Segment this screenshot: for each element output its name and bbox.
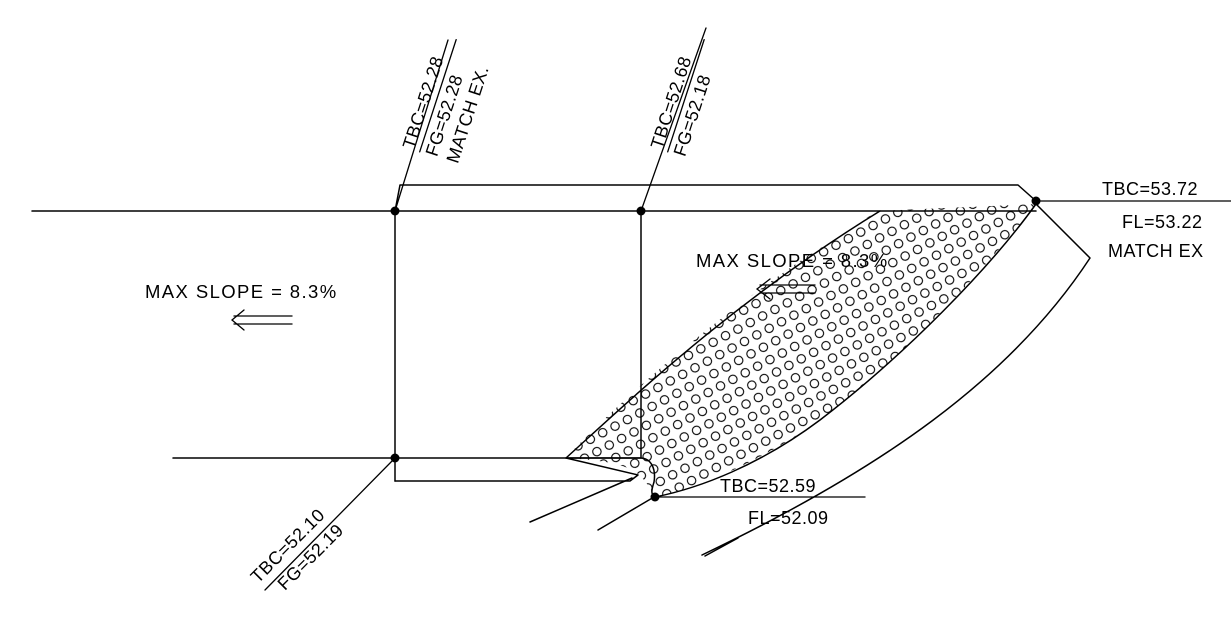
hatched-ramp-area [566,204,1036,497]
callout-bottom-center: TBC=52.59 FL=52.09 [720,476,829,528]
ramp-edge-lower [654,203,1037,498]
leader-bottom-left [264,457,396,591]
ramp-left-flare [529,477,633,523]
callout-top-center: TBC=52.68 FG=52.18 [647,38,715,159]
ramp-left-flare-2 [597,496,655,531]
ramp-outer-curve [701,203,1091,556]
callout-right: TBC=53.72 FL=53.22 MATCH EX [1102,179,1204,261]
leader-top-left [394,39,449,212]
ramp-edge-upper [565,210,881,459]
node-top-center [636,206,646,216]
node-bottom-left [390,453,400,463]
callout-right-note: MATCH EX [1108,241,1204,261]
callout-right-tbc: TBC=53.72 [1102,179,1198,199]
callout-bottom-center-fl: FL=52.09 [748,508,829,528]
callout-bottom-center-tbc: TBC=52.59 [720,476,816,496]
leader-top-center [640,27,707,212]
node-top-left [390,206,400,216]
node-right [1031,196,1041,206]
callout-bottom-left: TBC=52.10 FG=52.19 [247,505,348,594]
slope-arrow-center [755,278,816,300]
ramp-short-dash [704,537,739,557]
slope-arrow-left [230,309,293,331]
callout-top-left: TBC=52.28 FG=52.28 MATCH EX. [399,38,493,165]
curb-outline [394,184,1037,212]
slope-note-center: MAX SLOPE = 8.3% [696,250,889,271]
slope-note-left: MAX SLOPE = 8.3% [145,281,338,302]
callout-right-fl: FL=53.22 [1122,212,1203,232]
node-bottom-center [650,492,660,502]
